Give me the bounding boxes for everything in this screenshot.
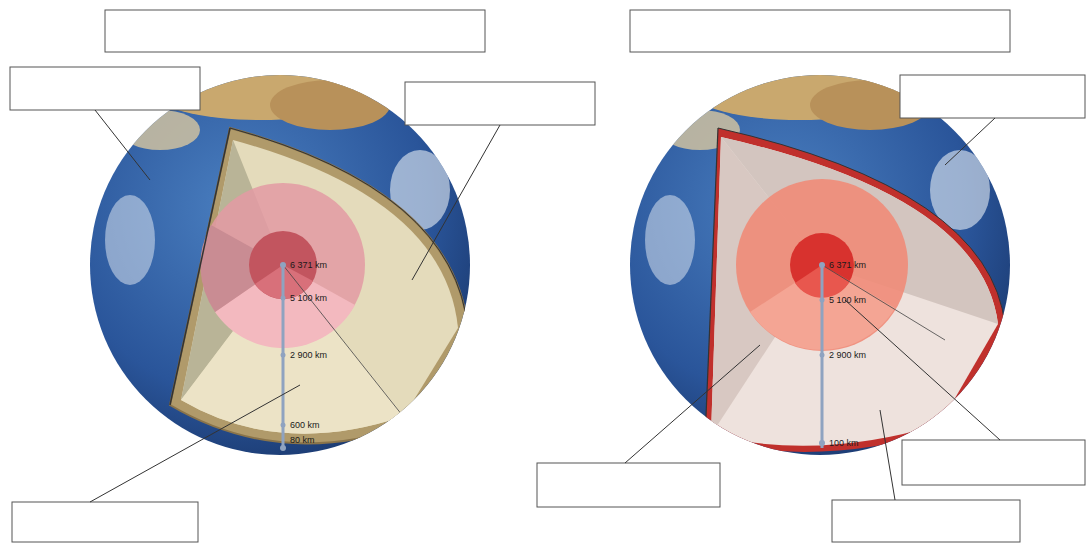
cross-section xyxy=(170,128,468,443)
leader-lines xyxy=(90,110,1000,502)
blank-label-boxes xyxy=(10,10,1085,542)
depth-label: 6 371 km xyxy=(289,261,328,270)
depth-label: 2 900 km xyxy=(828,351,867,360)
depth-label: 5 100 km xyxy=(289,294,328,303)
depth-scale xyxy=(280,262,286,451)
right-globe xyxy=(630,60,1010,455)
depth-label: 6 371 km xyxy=(828,261,867,270)
depth-label: 2 900 km xyxy=(289,351,328,360)
depth-label: 100 km xyxy=(828,439,860,448)
cross-section xyxy=(705,128,1005,452)
depth-scale xyxy=(819,262,825,448)
depth-label: 80 km xyxy=(289,436,316,445)
depth-label: 600 km xyxy=(289,421,321,430)
depth-label: 5 100 km xyxy=(828,296,867,305)
